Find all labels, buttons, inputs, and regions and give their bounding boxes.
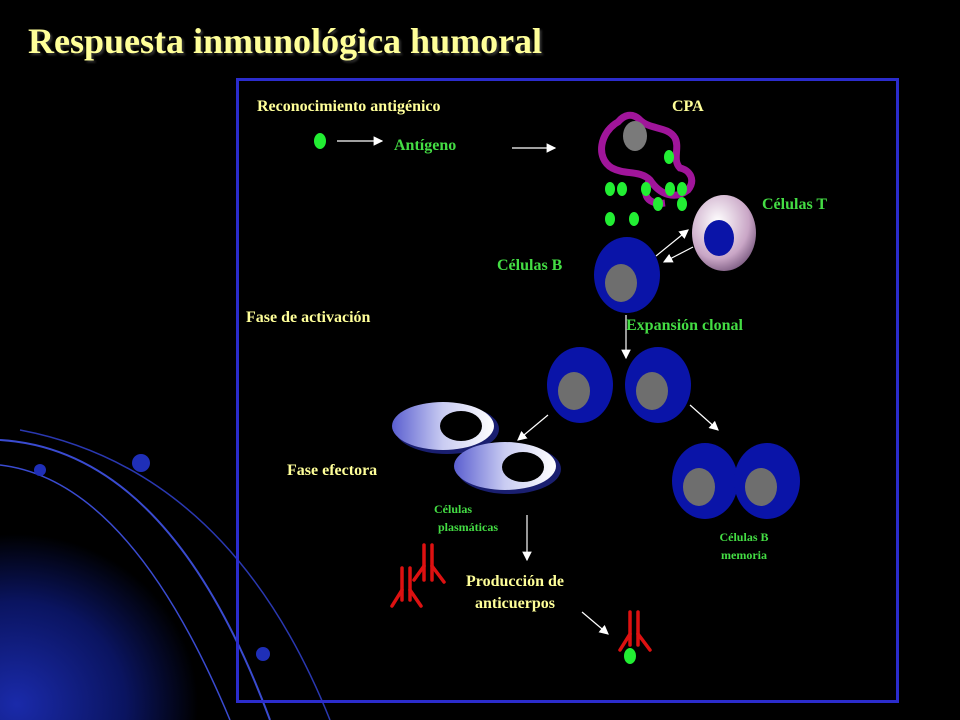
clonal-b-cell-2 — [625, 347, 691, 423]
arrow-to-memory — [689, 404, 719, 431]
antibody-3 — [618, 610, 652, 652]
cpa-antigens — [605, 150, 687, 226]
antigen-particle — [314, 133, 326, 149]
memory-b-cell-1 — [672, 443, 738, 519]
diagram-frame — [236, 78, 899, 703]
label-fase-activacion: Fase de activación — [246, 309, 371, 326]
antibody-1 — [412, 543, 446, 584]
memory-b-cell-2 — [734, 443, 800, 519]
label-celulas-b: Células B — [497, 257, 563, 274]
antibody-2 — [390, 566, 423, 608]
plasma-cell-1 — [392, 402, 499, 454]
clonal-b-cell-1 — [547, 347, 613, 423]
page-title: Respuesta inmunológica humoral — [28, 21, 543, 61]
plasma-cell-2 — [454, 442, 561, 494]
arrow-antibody-binding — [581, 611, 609, 635]
label-celulas-b-memoria: Células B memoria — [706, 528, 782, 564]
label-fase-efectora: Fase efectora — [287, 462, 378, 479]
b-cell — [594, 237, 660, 313]
arrow-to-plasma — [517, 414, 549, 441]
label-produccion-anticuerpos: Producción de anticuerpos — [448, 571, 582, 615]
bound-antigen — [624, 648, 636, 664]
label-celulas-b-memoria-line2: memoria — [721, 548, 767, 562]
label-expansion-clonal: Expansión clonal — [626, 317, 743, 334]
arrow-b-to-t — [655, 229, 689, 257]
label-celulas-plasmaticas: Células plasmáticas — [434, 500, 498, 536]
label-celulas-plasmaticas-line2: plasmáticas — [438, 520, 498, 534]
label-celulas-b-memoria-line1: Células B — [719, 530, 769, 544]
label-antigeno: Antígeno — [394, 137, 457, 154]
t-cell — [692, 195, 756, 271]
arrow-t-to-b — [662, 246, 694, 263]
label-produccion-line1: Producción de — [466, 573, 564, 590]
label-produccion-line2: anticuerpos — [475, 595, 555, 612]
label-celulas-t: Células T — [762, 196, 828, 213]
label-cpa: CPA — [672, 98, 704, 115]
label-reconocimiento: Reconocimiento antigénico — [257, 98, 441, 115]
label-celulas-plasmaticas-line1: Células — [434, 502, 473, 516]
